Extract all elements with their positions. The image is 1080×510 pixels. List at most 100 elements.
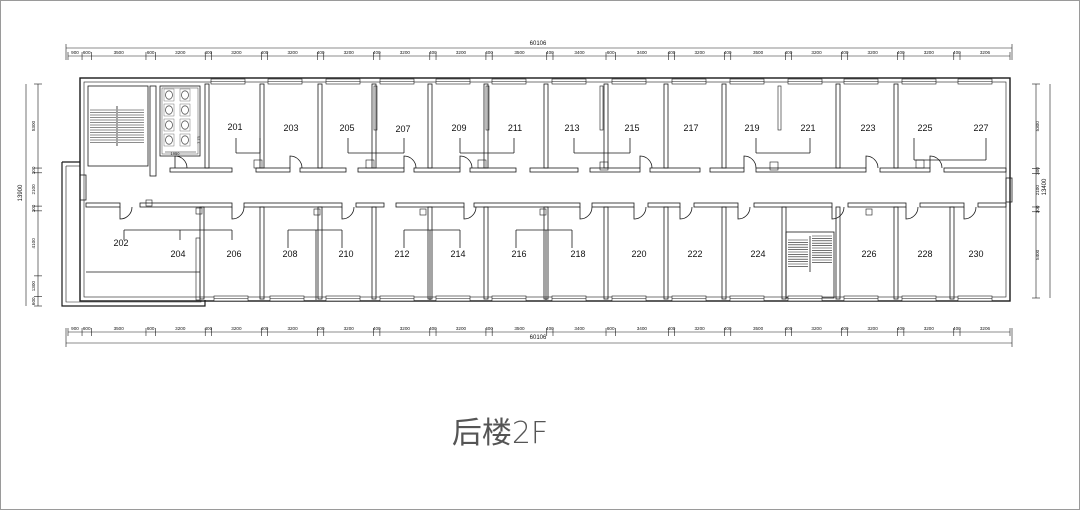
door-swing (963, 206, 977, 220)
door-swing (289, 155, 303, 169)
room-label: 220 (631, 249, 646, 259)
room-label: 214 (450, 249, 465, 259)
top-dim-label: 400 (841, 50, 849, 55)
top-dim-label: 3400 (574, 50, 585, 55)
door-swing (119, 206, 133, 220)
room-label: 224 (750, 249, 765, 259)
bottom-dim-label: 400 (953, 326, 961, 331)
bottom-dim-label: 400 (429, 326, 437, 331)
top-dim-label: 400 (724, 50, 732, 55)
closet-box (253, 159, 263, 169)
corridor-north-wall (943, 167, 1007, 173)
room-label: 228 (917, 249, 932, 259)
top-dim-label: 3500 (753, 50, 764, 55)
corridor-south-wall (647, 202, 681, 208)
partition-wall (599, 85, 604, 131)
room-label: 219 (744, 123, 759, 133)
closet-box (195, 207, 203, 215)
toilet-fixture (181, 135, 189, 145)
right-dim-label: 5300 (1035, 121, 1040, 132)
partition-wall (317, 206, 323, 300)
partition-wall (317, 83, 323, 169)
closet-box (539, 208, 547, 216)
partition-wall (259, 206, 265, 300)
restroom-fixtures (163, 88, 191, 147)
corridor-south-wall (355, 202, 385, 208)
closet-box (145, 199, 153, 207)
toilet-stall (179, 88, 191, 102)
top-dim-label: 400 (485, 50, 493, 55)
partition-wall (777, 85, 782, 131)
partition-wall (835, 206, 841, 300)
top-dim-label: 3200 (456, 50, 467, 55)
toilet-stall (179, 103, 191, 117)
room-label: 203 (283, 123, 298, 133)
room-label: 226 (861, 249, 876, 259)
partition-wall (259, 83, 265, 169)
door-swing (174, 155, 188, 169)
room-label: 221 (800, 123, 815, 133)
room-label: 230 (968, 249, 983, 259)
corridor-north-wall (169, 167, 233, 173)
restroom-dimension: 7.75 (196, 135, 201, 144)
partition-wall (721, 83, 727, 169)
restroom-dimension: 1950 (171, 151, 181, 156)
door-swing (743, 155, 757, 169)
door-swing (831, 206, 845, 220)
bottom-dim-label: 3200 (694, 326, 705, 331)
room-label: 204 (170, 249, 185, 259)
top-dim-label: 400 (546, 50, 554, 55)
top-dim-label: 3200 (924, 50, 935, 55)
room-label: 205 (339, 123, 354, 133)
room-label: 209 (451, 123, 466, 133)
room-label: 206 (226, 249, 241, 259)
partition-wall (373, 85, 378, 131)
closet-box (313, 208, 321, 216)
top-dim-label: 3200 (811, 50, 822, 55)
top-dim-label: 3200 (175, 50, 186, 55)
total-dimension-bottom: 60106 (530, 335, 547, 341)
toilet-stall (163, 133, 175, 147)
bottom-dim-label: 400 (205, 326, 213, 331)
corridor-south-wall (753, 202, 833, 208)
toilet-stall (163, 118, 175, 132)
top-dim-label: 3206 (980, 50, 991, 55)
top-dim-label: 600 (83, 50, 91, 55)
bottom-dim-label: 400 (724, 326, 732, 331)
room-label: 223 (860, 123, 875, 133)
top-dim-label: 600 (607, 50, 615, 55)
partition-wall (721, 206, 727, 300)
corridor-south-wall (85, 202, 121, 208)
room-label: 225 (917, 123, 932, 133)
floor-title: 后楼2F (452, 416, 548, 451)
building-structure (61, 77, 1013, 307)
toilet-fixture (165, 120, 173, 130)
east-end-wall (1005, 177, 1013, 203)
bottom-dim-label: 400 (546, 326, 554, 331)
bottom-dim-label: 3206 (980, 326, 991, 331)
bottom-dim-label: 400 (668, 326, 676, 331)
partition-wall (483, 206, 489, 300)
exterior-wall-inner (83, 81, 1007, 298)
bottom-dim-label: 3200 (811, 326, 822, 331)
top-dim-label: 600 (147, 50, 155, 55)
room-label: 213 (564, 123, 579, 133)
door-swing (459, 155, 473, 169)
corridor-north-wall (649, 167, 701, 173)
bottom-dim-label: 3200 (400, 326, 411, 331)
partition-wall (663, 206, 669, 300)
room-label: 216 (511, 249, 526, 259)
right-dim-label: 2100 (1035, 185, 1040, 196)
door-swing (633, 206, 647, 220)
partition-wall (204, 83, 210, 169)
room-label: 210 (338, 249, 353, 259)
stair-enclosure (87, 85, 149, 167)
left-dim-label: 600 (31, 297, 36, 305)
door-swing (231, 206, 245, 220)
bottom-dim-label: 600 (607, 326, 615, 331)
partition-wall (427, 83, 433, 169)
top-dim-label: 400 (373, 50, 381, 55)
bottom-dim-label: 900 (71, 326, 79, 331)
corridor-south-wall (243, 202, 343, 208)
partition-wall (835, 83, 841, 169)
